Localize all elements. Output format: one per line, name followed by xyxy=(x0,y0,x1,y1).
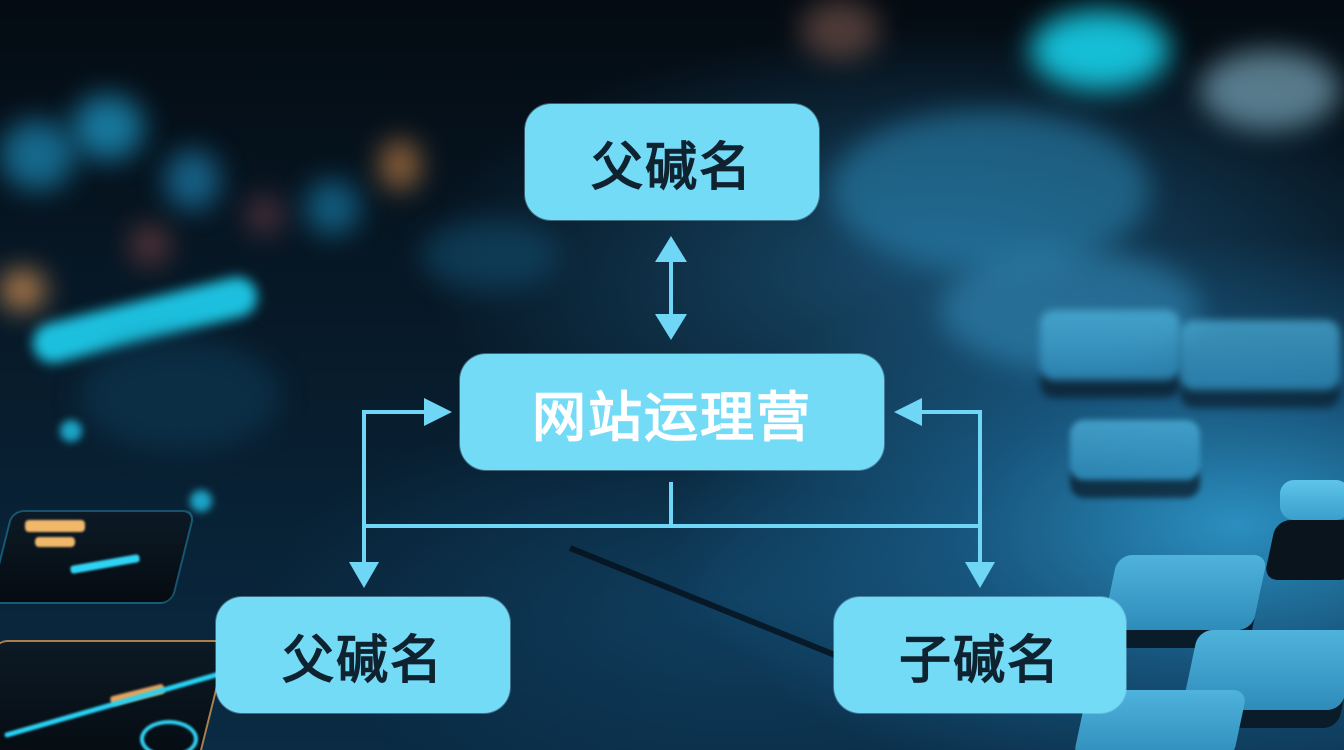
keyboard-key xyxy=(1280,480,1344,520)
arrowhead-left-icon xyxy=(894,398,922,426)
bokeh-light xyxy=(245,195,285,235)
bokeh-light xyxy=(130,225,170,265)
node-center-website-operations[interactable]: 网站运理营 xyxy=(460,354,884,470)
bokeh-light xyxy=(1030,10,1170,90)
bokeh-light xyxy=(190,490,212,512)
bokeh-light xyxy=(0,120,75,190)
arrowhead-right-icon xyxy=(424,398,452,426)
key-glow xyxy=(35,537,75,547)
node-top-label: 父碱名 xyxy=(590,137,753,198)
connector-right-bracket xyxy=(918,410,982,566)
connector-left-bracket xyxy=(362,410,428,566)
keyboard-key xyxy=(1070,420,1200,480)
key-glow xyxy=(140,720,198,750)
keyboard-key xyxy=(1040,310,1180,380)
bokeh-light xyxy=(420,220,560,290)
node-top-parent-domain[interactable]: 父碱名 xyxy=(525,104,819,220)
bokeh-light xyxy=(1200,50,1340,130)
bokeh-light xyxy=(305,180,360,235)
bokeh-light xyxy=(800,0,880,60)
bokeh-light xyxy=(380,140,420,190)
arrowhead-down-icon xyxy=(655,314,687,340)
node-bottom-left-label: 父碱名 xyxy=(281,630,444,691)
bokeh-light xyxy=(830,110,1150,270)
node-bottom-right-label: 子碱名 xyxy=(898,630,1061,691)
bokeh-light xyxy=(80,340,280,450)
arrowhead-up-icon xyxy=(655,236,687,262)
node-bottom-right-subdomain[interactable]: 子碱名 xyxy=(834,597,1126,713)
keyboard-key xyxy=(1180,320,1340,390)
key-glow xyxy=(25,520,85,532)
arrowhead-down-left-icon xyxy=(349,562,379,588)
bokeh-light xyxy=(0,270,45,310)
node-center-label: 网站运理营 xyxy=(532,385,812,449)
arrowhead-down-right-icon xyxy=(965,562,995,588)
node-bottom-left-parent-domain[interactable]: 父碱名 xyxy=(216,597,510,713)
bokeh-light xyxy=(165,150,220,210)
bokeh-light xyxy=(72,95,144,160)
bokeh-light xyxy=(60,420,82,442)
